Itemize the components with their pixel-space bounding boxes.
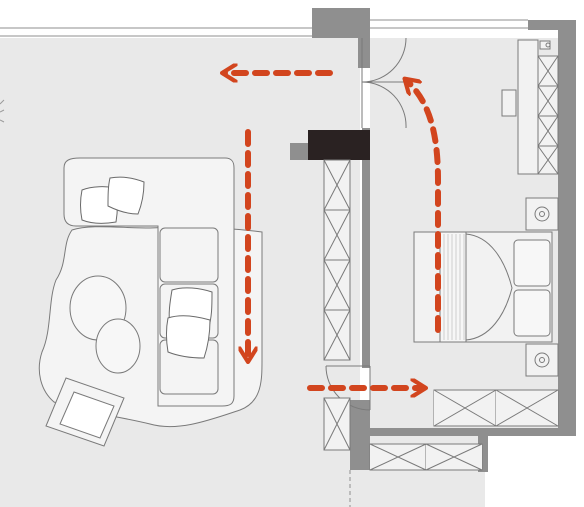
bedroom-bottom-wall (370, 428, 576, 436)
armchair (45, 377, 125, 447)
wardrobe-column (323, 159, 351, 451)
right-exterior-wall (528, 20, 576, 30)
partition-wall (358, 38, 370, 68)
chimney-block (308, 130, 370, 160)
bed (413, 231, 553, 343)
ottoman-small (95, 318, 141, 374)
nightstand-bottom (525, 343, 559, 377)
flow-arrows (224, 73, 441, 388)
arrow-bedroom-up-to-door (406, 80, 441, 333)
bedroom-door (361, 37, 407, 129)
nightstand-top (525, 197, 559, 231)
cushions (80, 176, 213, 359)
top-wall-pillar (312, 8, 370, 38)
bedroom-shelving (501, 39, 559, 175)
walls (312, 8, 576, 472)
hall-cabinet (369, 443, 483, 471)
bedroom-wardrobe (433, 389, 559, 427)
